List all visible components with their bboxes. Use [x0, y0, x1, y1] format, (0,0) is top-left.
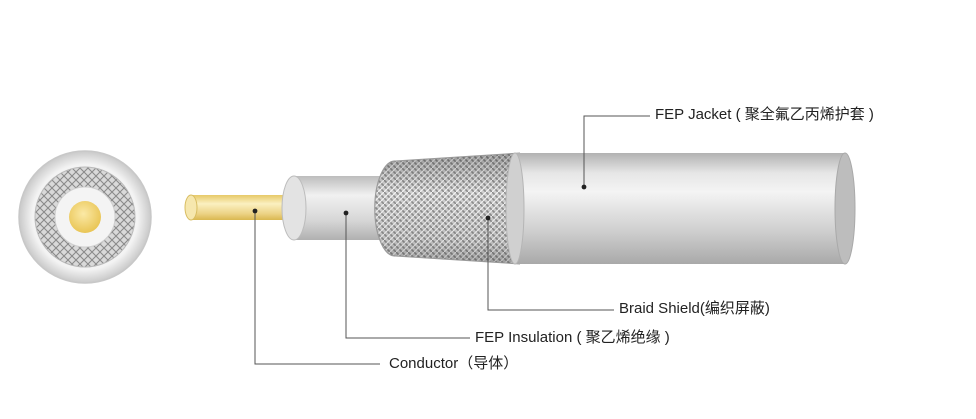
conductor-leader: [254, 211, 380, 365]
jacket-leader: [583, 115, 650, 187]
cross-section-conductor: [69, 201, 101, 233]
braid-shield: [374, 152, 521, 265]
jacket-dot: [581, 184, 587, 190]
insulation-label: FEP Insulation ( 聚乙烯绝缘 ): [475, 329, 670, 346]
braid-leader: [487, 218, 614, 311]
braid-shield-label: Braid Shield(编织屏蔽): [619, 300, 770, 317]
conductor-dot: [252, 208, 258, 214]
cross-section: [18, 150, 152, 284]
leader-lines: [254, 115, 650, 365]
insulation-leader: [345, 213, 470, 339]
conductor: [184, 194, 302, 221]
insulation-dot: [343, 210, 349, 216]
braid-dot: [485, 215, 491, 221]
conductor-label: Conductor（导体）: [389, 355, 519, 372]
jacket: [505, 152, 856, 265]
leader-dots: [252, 184, 587, 221]
jacket-label: FEP Jacket ( 聚全氟乙丙烯护套 ): [655, 106, 874, 123]
